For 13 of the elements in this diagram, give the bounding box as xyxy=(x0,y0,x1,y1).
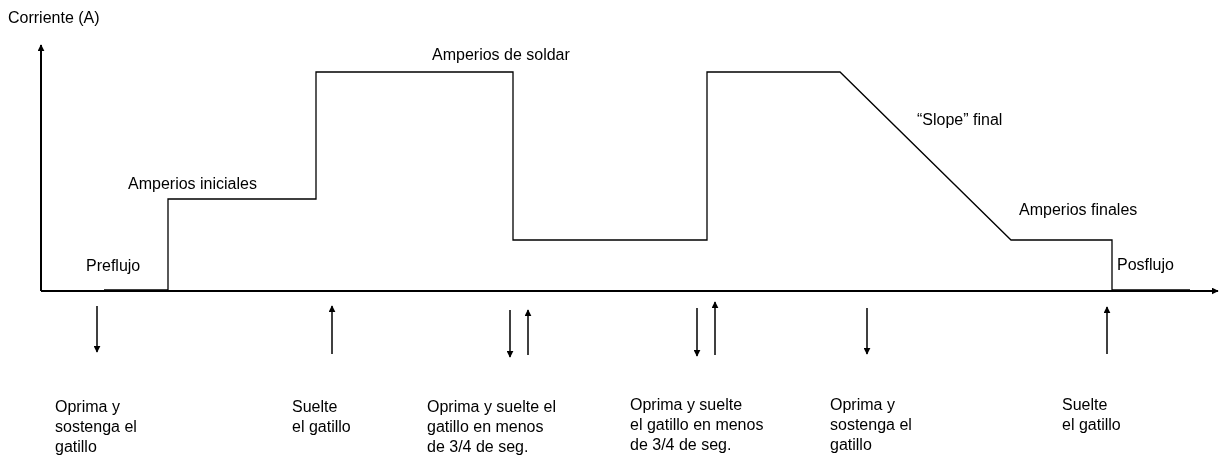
instruction-text: Oprima y suelte el gatillo en menos de 3/4 de seg. xyxy=(427,397,556,457)
instruction-text: Oprima y suelte el gatillo en menos de 3/4 de seg. xyxy=(630,395,764,455)
phase-label: Posflujo xyxy=(1117,255,1174,275)
phase-label: Amperios iniciales xyxy=(128,174,257,194)
phase-label: Amperios finales xyxy=(1019,200,1138,220)
instruction-text: Oprima y sostenga el gatillo xyxy=(830,395,912,455)
axis-label: Corriente (A) xyxy=(8,8,100,28)
instruction-text: Oprima y sostenga el gatillo xyxy=(55,397,137,457)
phase-label: Amperios de soldar xyxy=(432,45,570,65)
instruction-text: Suelte el gatillo xyxy=(292,397,351,437)
phase-label: Preflujo xyxy=(86,256,141,276)
phase-label: “Slope” final xyxy=(917,110,1003,130)
instruction-text: Suelte el gatillo xyxy=(1062,395,1121,435)
